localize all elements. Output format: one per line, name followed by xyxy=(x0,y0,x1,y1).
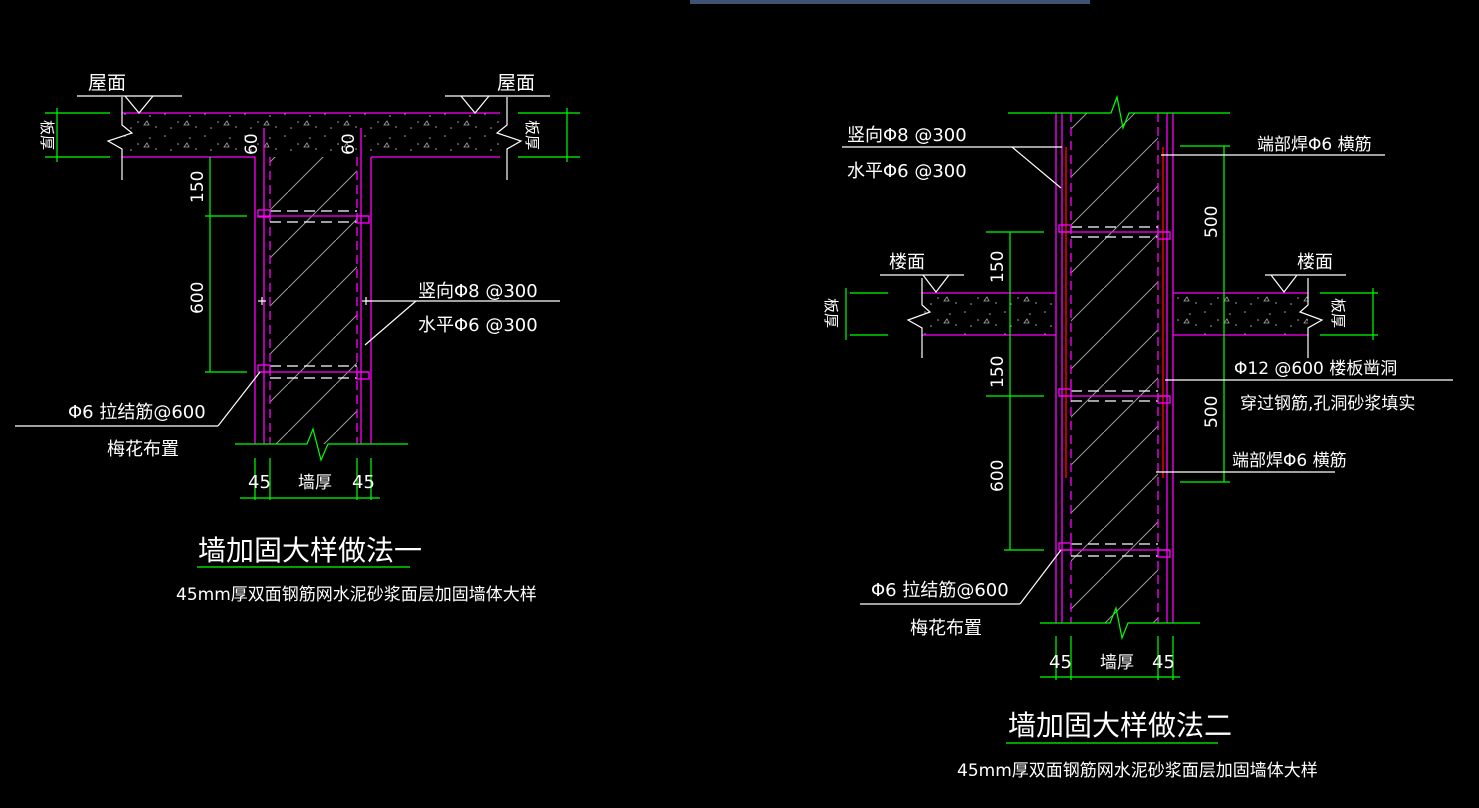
dim-wall-thickness: 墙厚 xyxy=(1100,653,1134,673)
rebar-vertical-label: 竖向Φ8 @300 xyxy=(418,281,538,302)
elevation-marker-right xyxy=(460,95,490,114)
dim-150-top: 150 xyxy=(988,251,1008,283)
through-bar-line2: 穿过钢筋,孔洞砂浆填实 xyxy=(1240,394,1415,414)
tie-bar-label: Φ6 拉结筋@600 xyxy=(871,580,1009,601)
through-bar-line1: Φ12 @600 楼板凿洞 xyxy=(1234,359,1397,379)
viewer-top-bar xyxy=(690,0,1090,4)
slab-break-left xyxy=(906,278,932,358)
dim-45-left: 45 xyxy=(248,472,271,493)
floor-slab-left xyxy=(922,293,1056,335)
dim-45-left: 45 xyxy=(1049,652,1072,673)
slab-break-right xyxy=(1298,278,1324,358)
roof-slab xyxy=(122,113,500,157)
floor-label-right: 楼面 xyxy=(1297,252,1333,273)
dim-150-bottom: 150 xyxy=(988,356,1008,388)
wall-break-line xyxy=(235,427,408,462)
tie-bar-label: Φ6 拉结筋@600 xyxy=(68,402,206,423)
slab-thickness-left: 板厚 xyxy=(822,298,840,328)
break-line-right xyxy=(495,97,523,180)
slab-dim-left: 60 xyxy=(242,133,262,155)
detail-1-title: 墙加固大样做法一 xyxy=(198,534,422,567)
rebar-horizontal-label: 水平Φ6 @300 xyxy=(847,161,967,182)
roof-label-left: 屋面 xyxy=(88,72,126,94)
tie-layout-label: 梅花布置 xyxy=(910,618,982,639)
break-line-left xyxy=(106,97,134,180)
slab-dim-right: 60 xyxy=(339,133,359,155)
dim-500-top: 500 xyxy=(1202,206,1222,238)
end-weld-bottom-label: 端部焊Φ6 横筋 xyxy=(1232,451,1347,471)
rebar-horizontal-label: 水平Φ6 @300 xyxy=(418,315,538,336)
detail-1-subtitle: 45mm厚双面钢筋网水泥砂浆面层加固墙体大样 xyxy=(176,585,537,605)
wall-break-line-top xyxy=(1008,94,1230,131)
detail-2-title: 墙加固大样做法二 xyxy=(1008,709,1232,742)
dim-600: 600 xyxy=(988,460,1008,492)
dim-45-right: 45 xyxy=(352,472,375,493)
floor-label-left: 楼面 xyxy=(889,252,925,273)
end-weld-top-label: 端部焊Φ6 横筋 xyxy=(1257,135,1372,155)
dim-150: 150 xyxy=(188,171,208,203)
wall-hatch xyxy=(1071,113,1158,623)
elevation-marker-left xyxy=(124,95,154,114)
detail-1: 屋面 屋面 板厚 板厚 60 60 150 600 竖向Φ8 @300 水平Φ6… xyxy=(15,72,580,605)
slab-thickness-right: 板厚 xyxy=(1329,298,1347,328)
tie-layout-label: 梅花布置 xyxy=(107,439,179,460)
floor-slab-right xyxy=(1173,293,1308,335)
wall-break-line-bottom xyxy=(1040,605,1200,641)
roof-label-right: 屋面 xyxy=(497,72,535,94)
rebar-vertical-label: 竖向Φ8 @300 xyxy=(847,125,967,146)
dim-45-right: 45 xyxy=(1152,652,1175,673)
elevation-marker-left xyxy=(922,274,950,293)
wall-hatch xyxy=(270,157,357,444)
dim-500-bottom: 500 xyxy=(1202,396,1222,428)
detail-2-subtitle: 45mm厚双面钢筋网水泥砂浆面层加固墙体大样 xyxy=(957,761,1318,781)
dim-wall-thickness: 墙厚 xyxy=(298,473,332,493)
slab-thickness-left: 板厚 xyxy=(38,120,56,150)
detail-2: 竖向Φ8 @300 水平Φ6 @300 端部焊Φ6 横筋 楼面 楼面 板厚 板厚… xyxy=(822,94,1453,781)
slab-thickness-right: 板厚 xyxy=(523,120,541,150)
dim-600: 600 xyxy=(188,282,208,314)
elevation-marker-right xyxy=(1270,274,1298,293)
